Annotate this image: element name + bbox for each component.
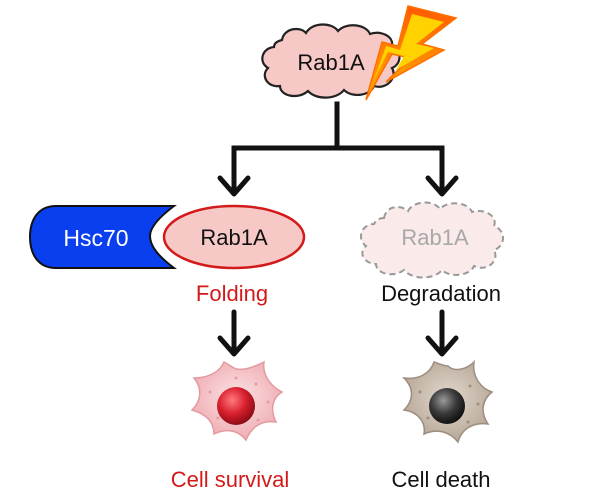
left-rab1a-label: Rab1A (200, 225, 268, 250)
branch-connector (231, 101, 445, 193)
top-rab1a-label: Rab1A (297, 50, 365, 75)
left-rab1a-folded: Rab1A (162, 204, 306, 270)
cell-death-label: Cell death (391, 467, 490, 492)
right-rab1a-label: Rab1A (401, 225, 469, 250)
right-rab1a-degraded: Rab1A (359, 201, 504, 279)
right-rab1a-cloud (359, 201, 504, 279)
arrowheads-top (217, 175, 459, 197)
lightning-bolt-icon (365, 5, 458, 101)
dying-cell-nucleus (429, 388, 465, 424)
degradation-label: Degradation (381, 281, 501, 306)
left-rab1a-ellipse (162, 204, 306, 270)
healthy-cell-nucleus (217, 387, 255, 425)
hsc70-label: Hsc70 (63, 225, 128, 251)
healthy-cell-icon (190, 360, 284, 442)
dying-cell-icon (401, 359, 494, 444)
arrows-lower (217, 309, 459, 357)
folding-label: Folding (196, 281, 268, 306)
hsc70-shape (28, 205, 177, 269)
cell-survival-label: Cell survival (171, 467, 290, 492)
hsc70-chaperone: Hsc70 (28, 205, 177, 269)
